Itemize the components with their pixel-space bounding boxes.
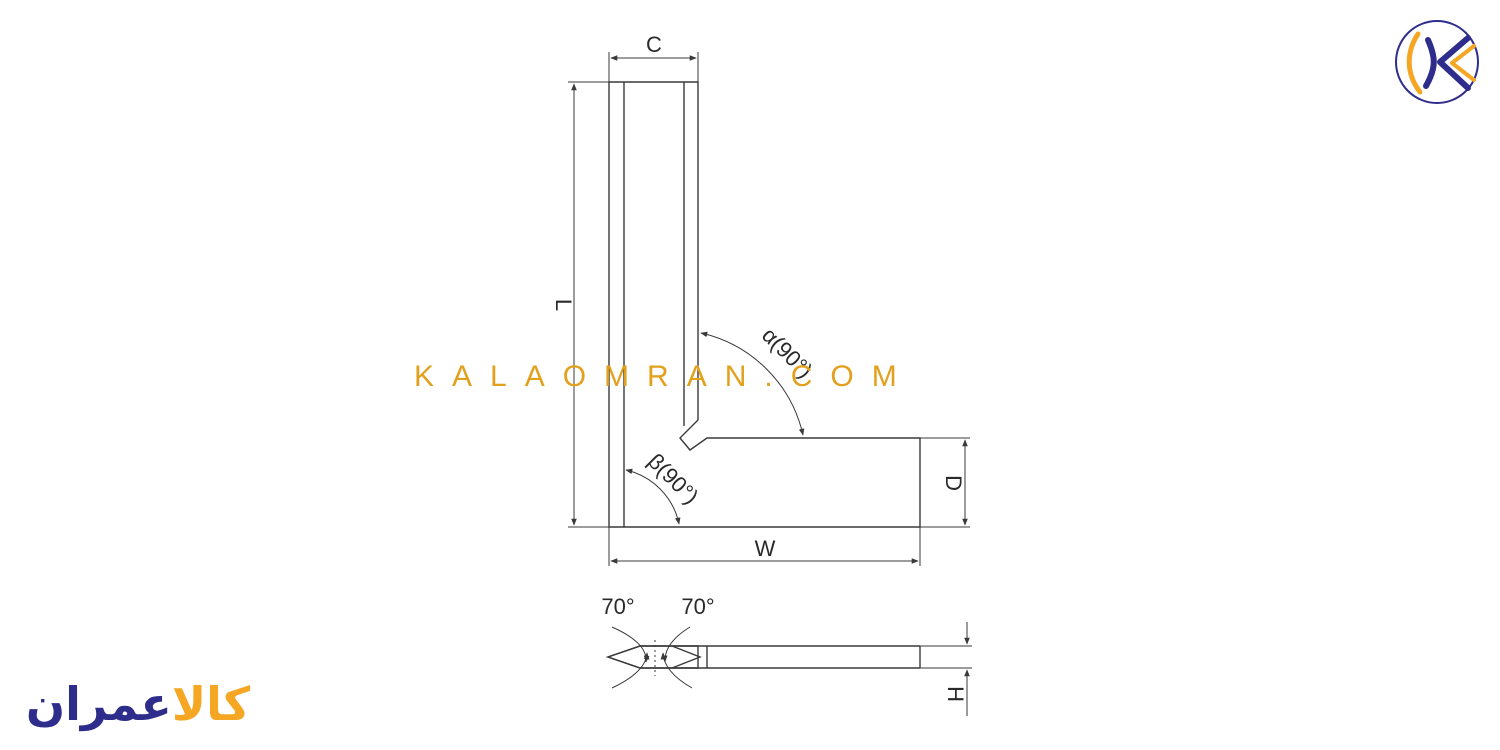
label-beta: β(90°) — [643, 448, 704, 509]
cross-section — [605, 640, 921, 676]
brand-logo-icon — [1395, 20, 1479, 104]
brand-wordmark: کالاعمران — [20, 676, 256, 732]
brand-text-dark: عمران — [25, 677, 172, 731]
label-h: H — [943, 686, 968, 702]
square-outline — [608, 81, 921, 528]
label-c: C — [646, 32, 662, 57]
dimension-c: C — [608, 32, 699, 82]
label-w: W — [755, 536, 776, 561]
label-d: D — [941, 475, 966, 491]
label-l: L — [551, 299, 576, 311]
angle-beta: β(90°) — [625, 448, 704, 525]
dimension-l: L — [551, 81, 609, 528]
watermark-text: KALAOMRAN.COM — [414, 360, 915, 393]
label-angle-left: 70° — [601, 594, 634, 619]
label-angle-right: 70° — [681, 594, 714, 619]
dimension-d: D — [920, 437, 970, 528]
brand-text-accent: کالا — [171, 677, 251, 731]
dimension-h: H — [920, 622, 972, 716]
angle-70-right: 70° — [660, 594, 715, 689]
angle-70-left: 70° — [601, 594, 650, 689]
dimension-w: W — [608, 527, 921, 566]
